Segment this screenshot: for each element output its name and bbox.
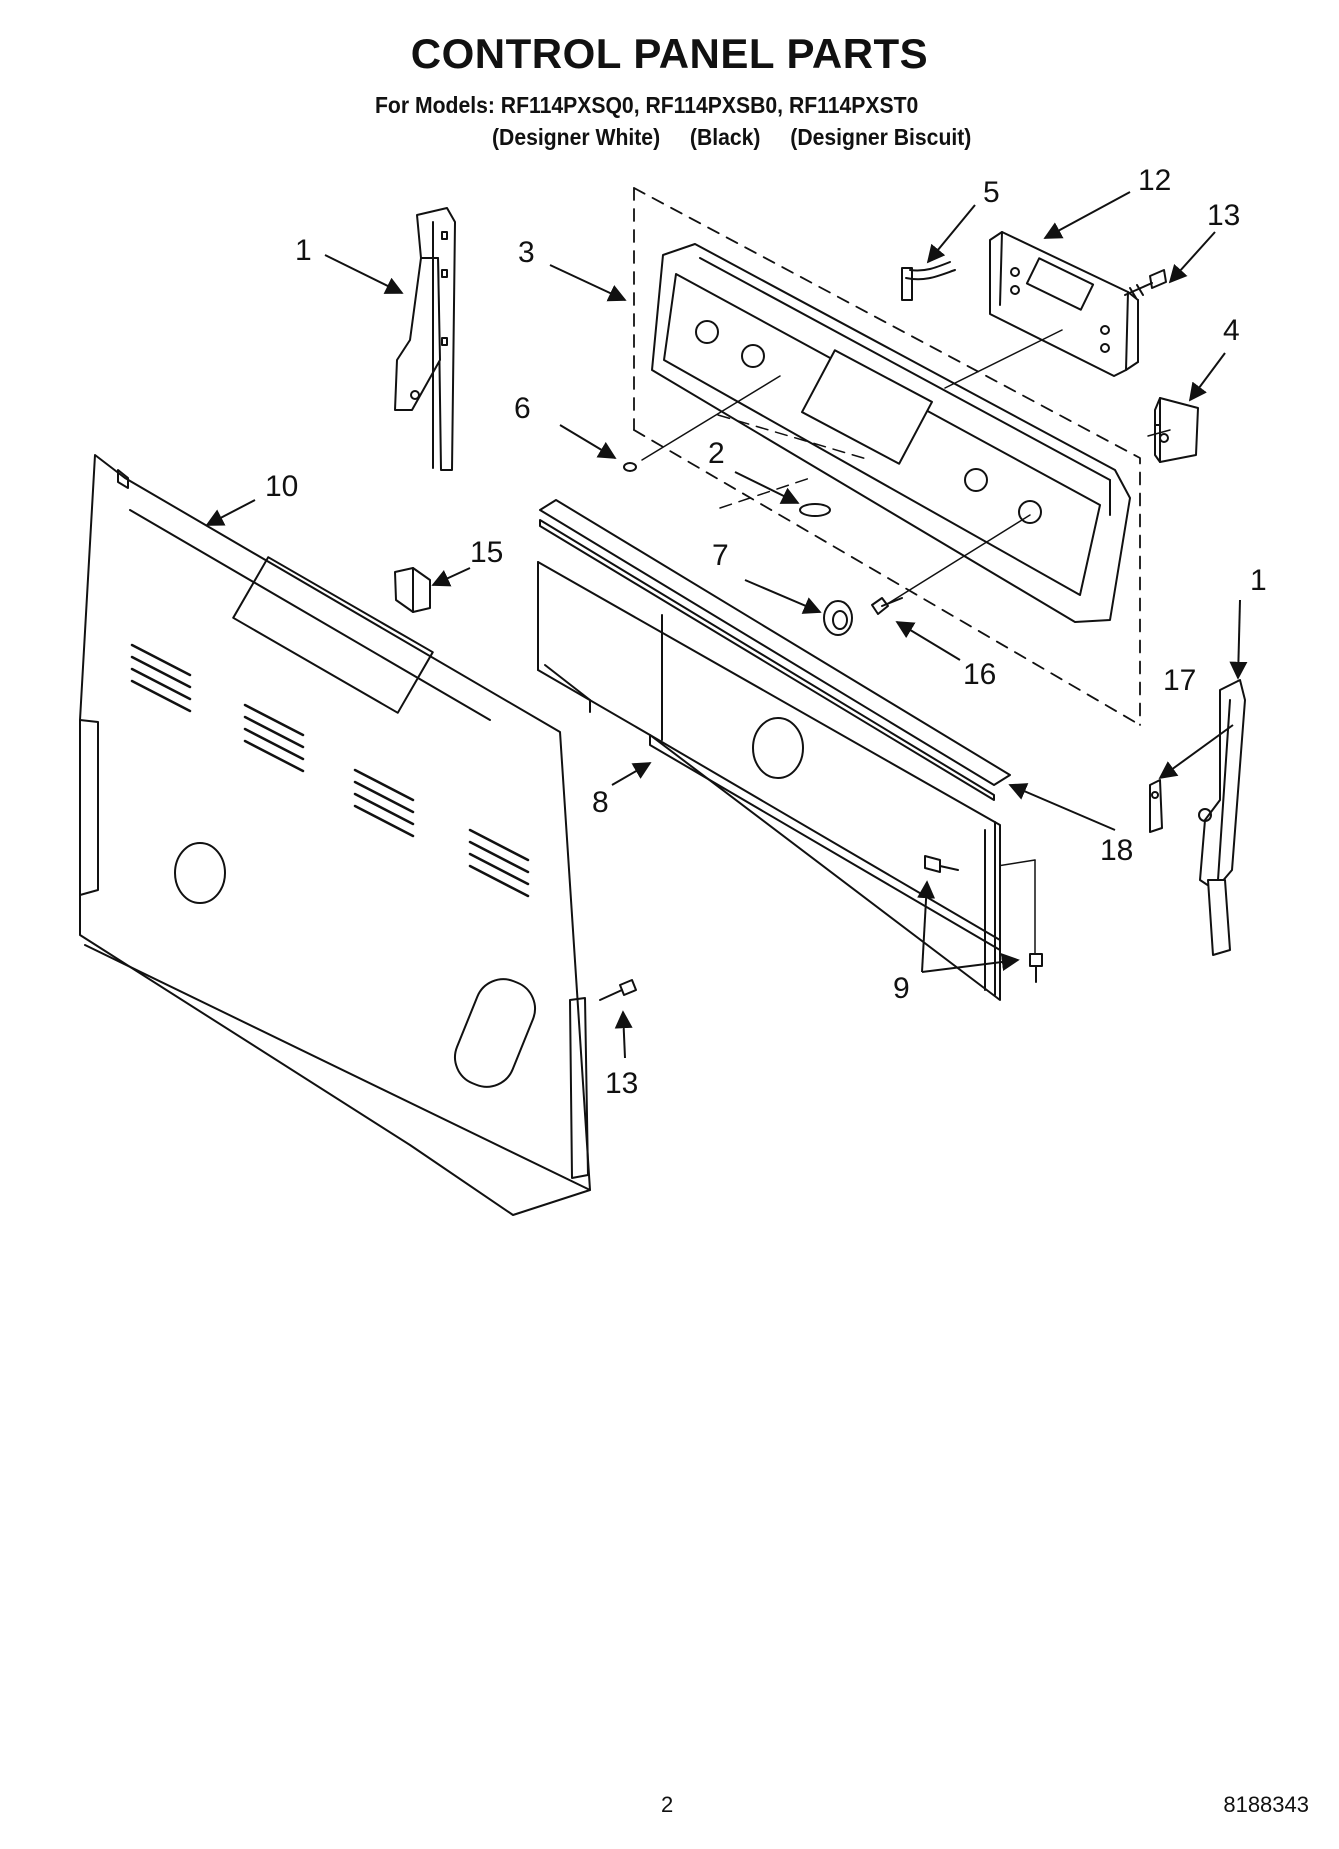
board-screw	[1124, 269, 1167, 299]
wire-harness	[901, 261, 956, 301]
control-knob	[823, 600, 853, 636]
color-variants: (Designer White) (Black) (Designer Biscu…	[492, 124, 971, 151]
callout-1-right: 1	[1250, 564, 1267, 597]
callout-3: 3	[518, 236, 535, 269]
rear-panel-screw	[599, 979, 637, 1001]
electronic-control-board	[989, 231, 1139, 377]
callout-16: 16	[963, 658, 996, 691]
callout-1-left: 1	[295, 234, 312, 267]
model-list: For Models: RF114PXSQ0, RF114PXSB0, RF11…	[375, 92, 919, 118]
bracket-screw-lower	[1029, 953, 1043, 983]
assembly-leaders	[641, 329, 1171, 956]
wire-terminal	[1149, 779, 1163, 833]
variant-black: (Black)	[689, 124, 761, 150]
end-cap-right	[1198, 679, 1246, 956]
page-title: CONTROL PANEL PARTS	[410, 30, 929, 77]
assembly-boundary	[633, 187, 1141, 726]
indicator-lens	[799, 503, 831, 517]
panel-screw-small	[623, 462, 637, 472]
variant-designer-biscuit: (Designer Biscuit)	[790, 124, 972, 150]
variant-designer-white: (Designer White)	[492, 124, 661, 150]
wire-clip	[394, 567, 431, 613]
callout-4: 4	[1223, 314, 1240, 347]
callout-15: 15	[470, 536, 503, 569]
callout-9: 9	[893, 972, 910, 1005]
bracket-screw-upper	[924, 855, 959, 873]
selector-switch	[1154, 397, 1199, 463]
page-number: 2	[661, 1792, 674, 1817]
callout-10: 10	[265, 470, 298, 503]
callout-8: 8	[592, 786, 609, 819]
rear-panel	[79, 454, 591, 1216]
callout-13-lower: 13	[605, 1067, 638, 1100]
callout-17: 17	[1163, 664, 1196, 697]
knob-screw	[871, 597, 903, 615]
callout-6: 6	[514, 392, 531, 425]
callout-5: 5	[983, 176, 1000, 209]
callout-18: 18	[1100, 834, 1133, 867]
callout-12: 12	[1138, 164, 1171, 197]
end-cap-left	[394, 207, 456, 471]
callout-13-upper: 13	[1207, 199, 1240, 232]
callout-7: 7	[712, 539, 729, 572]
control-panel-bracket	[537, 499, 1011, 1001]
document-number: 8188343	[1223, 1792, 1309, 1817]
callout-2: 2	[708, 437, 725, 470]
